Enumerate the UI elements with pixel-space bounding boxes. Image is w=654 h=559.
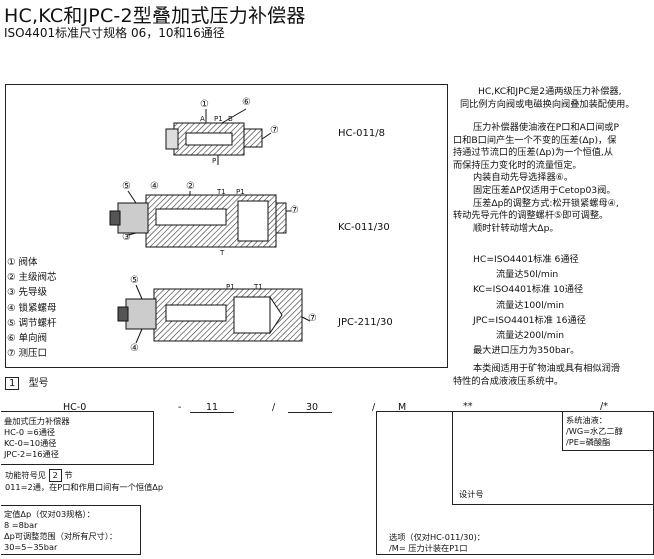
hc-valve-drawing xyxy=(165,108,272,165)
legend-item: ② 主级阀芯 xyxy=(7,272,57,284)
port-t: T xyxy=(220,249,225,257)
spec-line: 流量达50l/min xyxy=(496,269,559,281)
spec-line: 流量达100l/min xyxy=(496,299,565,311)
callout-3: ③ xyxy=(122,232,131,243)
dp-box: 定值Δp（仅对03规格）： 8 =8bar Δp可调整范围（对所有尺寸）： 30… xyxy=(1,505,141,555)
dp-line: 30=5~35bar xyxy=(4,542,58,552)
function-suffix: 节 xyxy=(64,470,73,480)
legend-item: ⑥ 单向阀 xyxy=(7,333,48,345)
section-number: 1 xyxy=(5,377,20,390)
spec-line: 流量达200l/min xyxy=(496,330,565,342)
option-line: 选项（仅对HC-011/30)： xyxy=(389,532,485,542)
dp-line: 定值Δp（仅对03规格）： xyxy=(4,509,95,519)
text-line: 而保持压力变化时的流量恒定。 xyxy=(453,159,582,171)
text-line: 固定压差ΔP仅适用于Cetop03阀。 xyxy=(473,184,616,196)
fluid-line: /WG=水乙二醇 xyxy=(566,426,623,436)
callout-5-jpc: ⑤ xyxy=(130,275,139,286)
dp-line: 8 =8bar xyxy=(4,520,38,530)
type-box: 叠加式压力补偿器 HC-0 =6通径 KC-0=10通径 JPC-2=16通径 xyxy=(1,411,154,465)
port-p1-kc: P1 xyxy=(236,188,245,196)
jpc-valve-drawing xyxy=(117,284,311,344)
model-kc: KC-011/30 xyxy=(338,222,390,233)
port-t1-jpc: T1 xyxy=(254,283,263,291)
type-line: JPC-2=16通径 xyxy=(4,449,59,459)
code-sep: / xyxy=(372,402,376,413)
callout-7-kc: ⑦ xyxy=(290,205,299,216)
text-line: HC,KC和JPC是2通两级压力补偿器, xyxy=(478,86,622,97)
page-subtitle: ISO4401标准尺寸规格 06，10和16通径 xyxy=(4,26,225,40)
design-number-label: 设计号 xyxy=(459,489,484,499)
code-part-function: 11 xyxy=(206,402,219,413)
callout-2: ② xyxy=(186,181,195,192)
legend-item: ⑤ 调节螺杆 xyxy=(7,317,57,329)
callout-6: ⑥ xyxy=(242,97,251,108)
function-desc: 011=2通，在P口和作用口间有一个恒值Δp xyxy=(5,482,164,492)
code-part-series: 30 xyxy=(306,402,319,413)
function-prefix: 功能符号见 xyxy=(5,470,46,480)
parts-legend: ① 阀体 ② 主级阀芯 ③ 先导级 ④ 锁紧螺母 ⑤ 调节螺杆 ⑥ 单向阀 ⑦ … xyxy=(7,255,57,361)
code-sep: - xyxy=(178,402,182,413)
specs-list: HC=ISO4401标准 6通径 流量达50l/min KC=ISO4401标准… xyxy=(453,252,586,358)
port-p: P xyxy=(212,157,217,165)
fluid-box: 系统油液： /WG=水乙二醇 /PE=磷酸酯 xyxy=(562,411,654,451)
text-line: 本类阀适用于矿物油或具有相似润滑 xyxy=(473,363,620,374)
model-jpc: JPC-211/30 xyxy=(338,317,393,328)
type-line: HC-0 =6通径 xyxy=(4,427,56,437)
spec-line: HC=ISO4401标准 6通径 xyxy=(473,254,579,265)
code-part-fluid: /* xyxy=(600,401,608,412)
type-line: 叠加式压力补偿器 xyxy=(4,416,70,426)
text-line: 持通过节流口的压差(Δp)为一个恒值,从 xyxy=(453,147,614,159)
code-underline xyxy=(288,412,332,413)
port-b: B xyxy=(228,115,233,123)
legend-item: ④ 锁紧螺母 xyxy=(7,302,57,314)
port-p1: P1 xyxy=(214,115,223,123)
text-line: 内装自动先导选择器⑥。 xyxy=(473,172,574,184)
model-hc: HC-011/8 xyxy=(338,128,385,139)
fluid-line: 系统油液： xyxy=(566,415,607,425)
application-paragraph: 本类阀适用于矿物油或具有相似润滑 特性的合成液液压系统中。 xyxy=(453,363,620,388)
text-line: 顺时针转动增大Δp。 xyxy=(473,222,559,234)
code-underline xyxy=(190,412,234,413)
section-heading: 1 型号 xyxy=(5,374,49,390)
option-line: /M= 压力计装在P1口 xyxy=(389,543,468,553)
text-line: 特性的合成液液压系统中。 xyxy=(453,375,564,387)
kc-valve-drawing xyxy=(109,190,291,248)
intro-paragraph: HC,KC和JPC是2通两级压力补偿器, 同比例方向阀或电磁换向阀叠加装配使用。 xyxy=(460,86,635,111)
code-sep: / xyxy=(272,402,276,413)
text-line: 压差Δp的调整方式:松开锁紧螺母④, xyxy=(473,197,619,209)
legend-item: ③ 先导级 xyxy=(7,287,48,299)
spec-line: KC=ISO4401标准 10通径 xyxy=(473,284,584,296)
type-line: KC-0=10通径 xyxy=(4,438,57,448)
legend-item: ① 阀体 xyxy=(7,257,38,268)
callout-4: ④ xyxy=(150,181,159,192)
drawing-frame: ① ⑥ ⑦ A P1 B P HC-011/8 ⑤ ④ ② T1 P1 ③ ⑦ … xyxy=(5,84,448,368)
spec-line: 最大进口压力为350bar。 xyxy=(473,345,580,357)
port-a: A xyxy=(200,115,205,123)
callout-7: ⑦ xyxy=(270,125,279,136)
dp-line: Δp可调整范围（对所有尺寸）： xyxy=(4,531,118,541)
callout-7-jpc: ⑦ xyxy=(308,313,317,324)
code-part-design: ** xyxy=(463,401,473,412)
section-label: 型号 xyxy=(28,378,49,389)
function-ref: 功能符号见 2 节 xyxy=(5,469,73,482)
callout-5: ⑤ xyxy=(122,181,131,192)
page-title: HC,KC和JPC-2型叠加式压力补偿器 xyxy=(4,5,306,27)
code-part-hc0: HC-0 xyxy=(63,402,87,413)
valve-drawings xyxy=(109,108,311,344)
text-line: 口和B口间产生一个不变的压差(Δp)，保 xyxy=(453,134,617,146)
text-line: 转动先导元件的调整螺杆⑤即可调整。 xyxy=(453,210,609,222)
code-part-option: M xyxy=(398,402,407,413)
port-t1: T1 xyxy=(217,188,226,196)
spec-line: JPC=ISO4401标准 16通径 xyxy=(473,314,586,326)
text-line: 压力补偿器使油液在P口和A口间或P xyxy=(473,122,619,133)
function-paragraph: 压力补偿器使油液在P口和A口间或P 口和B口间产生一个不变的压差(Δp)，保 持… xyxy=(453,122,619,235)
text-line: 同比例方向阀或电磁换向阀叠加装配使用。 xyxy=(460,98,635,110)
callout-4-jpc: ④ xyxy=(130,343,139,354)
legend-item: ⑦ 测压口 xyxy=(7,348,48,360)
callout-1: ① xyxy=(200,99,209,110)
fluid-line: /PE=磷酸酯 xyxy=(566,437,611,447)
port-p1-jpc: P1 xyxy=(226,283,235,291)
